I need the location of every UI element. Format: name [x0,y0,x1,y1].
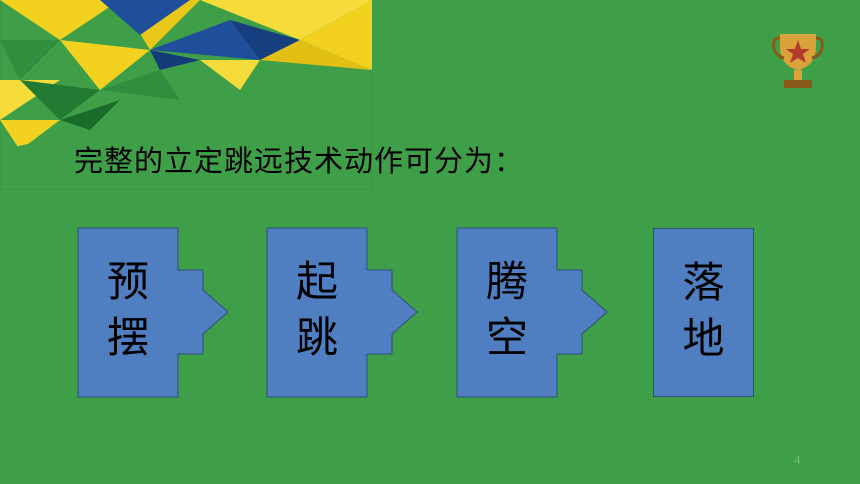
step-1-char-1: 预 [106,257,149,306]
step-2-char-1: 起 [295,257,338,306]
step-3-char-2: 空 [485,313,528,362]
arrow-callout-shape [266,227,418,398]
trophy-icon [772,34,824,88]
arrow-callout-shape [77,227,229,398]
step-3-char-1: 腾 [485,257,528,306]
decorative-polygon-banner [0,0,372,190]
step-box-4: 落 地 [653,228,754,397]
arrow-callout-shape [456,227,608,398]
page-title: 完整的立定跳远技术动作可分为： [74,144,525,178]
step-2-char-2: 跳 [295,313,338,362]
step-4-char-1: 落 [682,258,725,307]
page-number: 4 [794,454,801,467]
step-1-char-2: 摆 [106,313,149,362]
step-4-char-2: 地 [682,314,725,363]
